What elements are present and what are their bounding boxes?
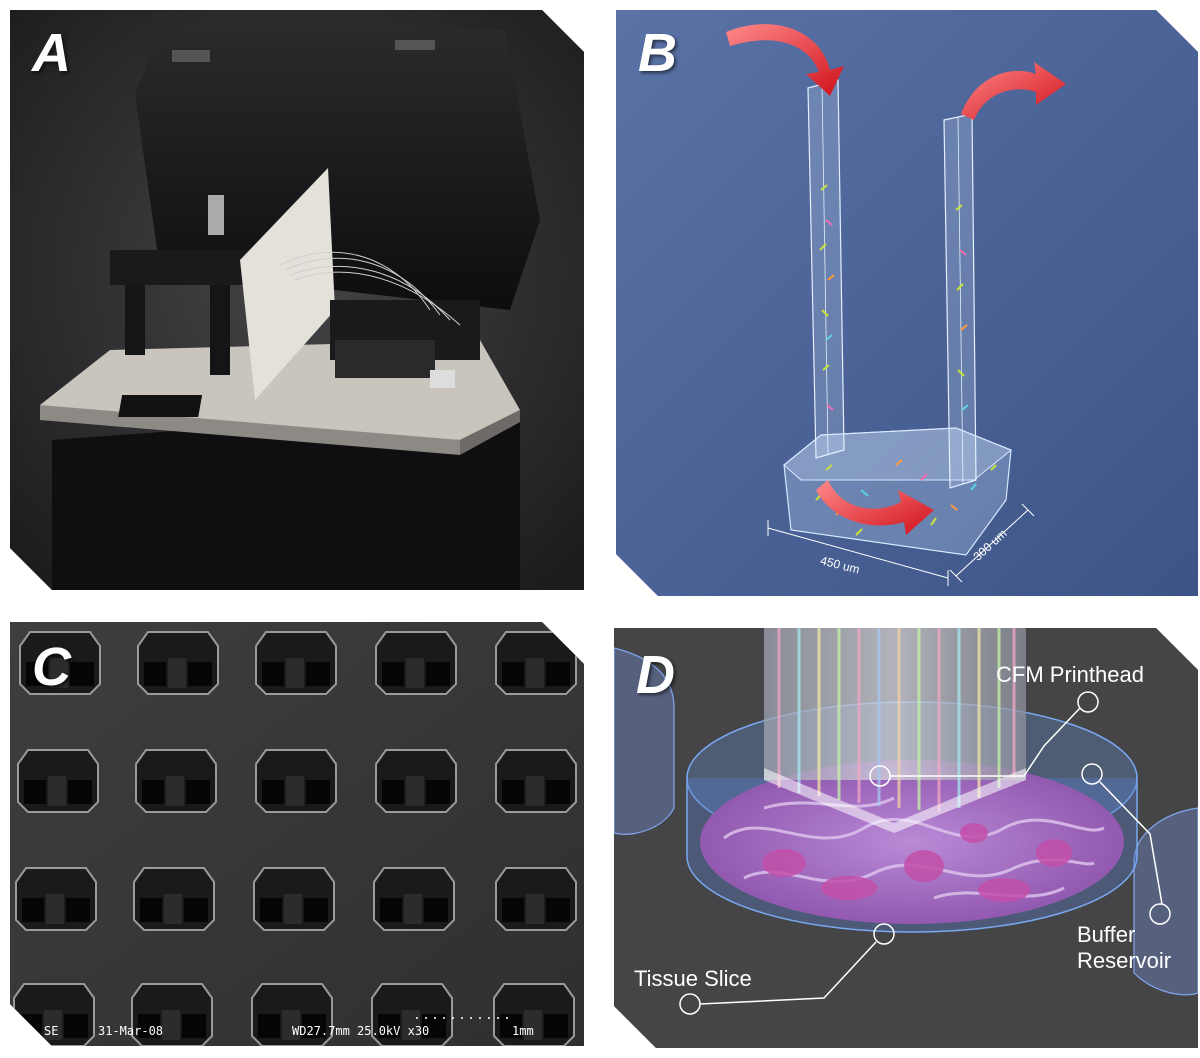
label-buffer-line2: Reservoir bbox=[1077, 948, 1172, 974]
sem-info-bar: SE 31-Mar-08 WD27.7mm 25.0kV x30 1mm bbox=[10, 1016, 584, 1046]
sem-mode: SE bbox=[44, 1024, 59, 1038]
panel-b-flow-diagram: 450 um 300 um B bbox=[616, 10, 1198, 596]
label-buffer-reservoir: Buffer Reservoir bbox=[1077, 922, 1171, 975]
label-tissue-slice: Tissue Slice bbox=[634, 966, 752, 991]
sem-scale-label: 1mm bbox=[512, 1024, 534, 1038]
panel-a-instrument-photo: A bbox=[10, 10, 584, 590]
printhead-tissue-illustration bbox=[614, 628, 1198, 1048]
panel-letter-d: D bbox=[636, 645, 675, 705]
sem-date: 31-Mar-08 bbox=[98, 1024, 164, 1038]
panel-letter-a: A bbox=[32, 23, 71, 83]
chamber-flow-arrow-icon bbox=[816, 480, 934, 535]
panel-letter-c: C bbox=[32, 637, 71, 697]
instrument-illustration bbox=[10, 10, 584, 590]
sem-parameters: WD27.7mm 25.0kV x30 bbox=[292, 1024, 430, 1038]
flow-channel-illustration bbox=[616, 10, 1198, 596]
label-buffer-line1: Buffer bbox=[1077, 922, 1136, 947]
panel-letter-b: B bbox=[638, 23, 677, 83]
inflow-arrow-icon bbox=[726, 24, 844, 96]
outflow-arrow-icon bbox=[961, 62, 1066, 120]
sem-well-array bbox=[10, 622, 584, 1046]
panel-d-printhead-diagram: CFM Printhead Buffer Reservoir Tissue Sl… bbox=[614, 628, 1198, 1048]
label-cfm-printhead: CFM Printhead bbox=[996, 662, 1144, 687]
panel-c-sem-micrograph: SE 31-Mar-08 WD27.7mm 25.0kV x30 1mm C bbox=[10, 622, 584, 1046]
